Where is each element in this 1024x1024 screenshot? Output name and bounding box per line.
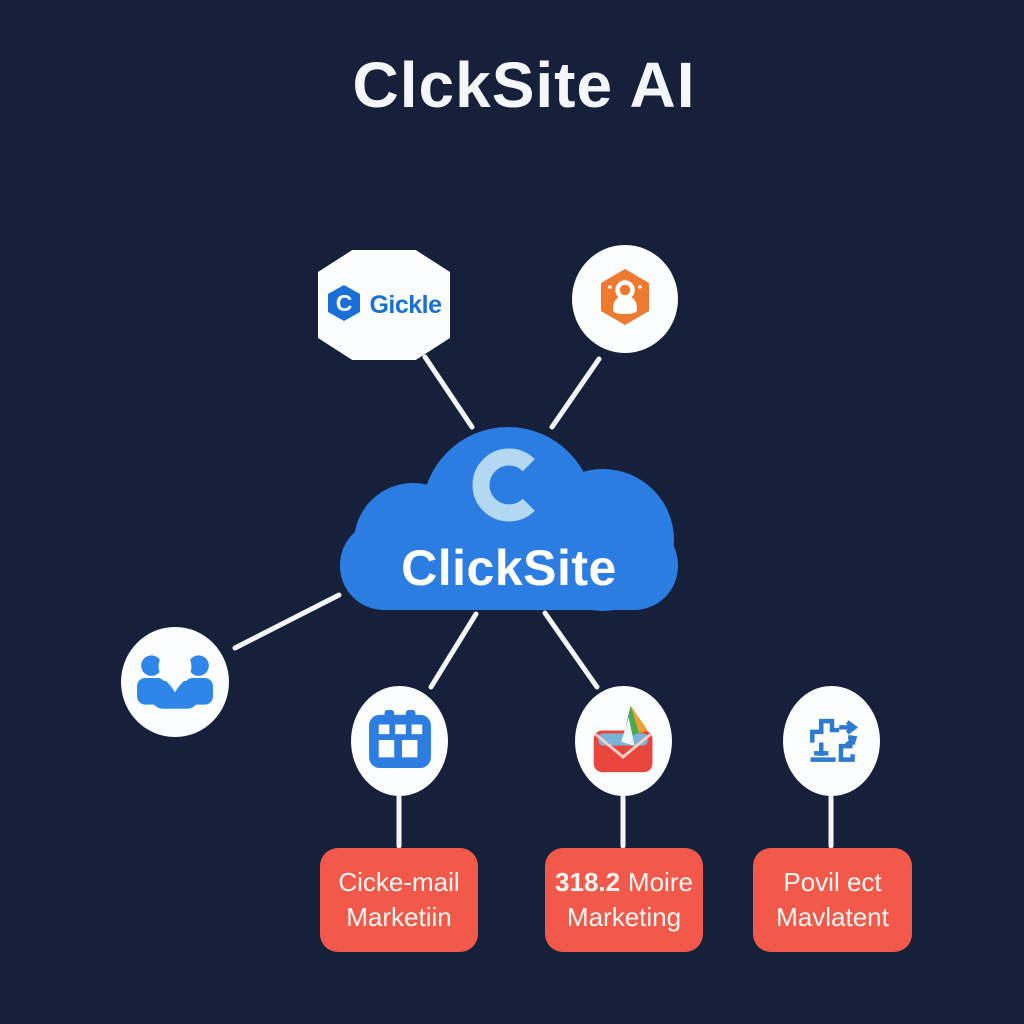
connector-cloud-people <box>232 592 342 651</box>
cloud-shape-base <box>340 521 678 610</box>
node-calendar <box>351 686 448 796</box>
clicksite-c-logo-icon <box>467 443 551 532</box>
node-gickle: C Gickle <box>318 250 450 360</box>
gickle-hexagon-c-logo-icon: C <box>326 284 362 327</box>
box2-line2: Marketing <box>566 902 682 932</box>
cloud-label: ClickSite <box>401 540 617 596</box>
red-envelope-play-triangle-icon <box>588 702 660 781</box>
box2-line1-rest: Moire <box>627 866 693 897</box>
connector-gickle-cloud <box>422 354 475 430</box>
cloud-clicksite: ClickSite <box>340 427 678 611</box>
box1-line1: Cicke-mail <box>338 866 460 897</box>
box3-line2: Mavlatent <box>776 902 889 932</box>
box1-line2: Marketiin <box>346 902 452 932</box>
connector-cloud-calendar <box>428 611 479 690</box>
gickle-logo-letter: C <box>336 290 353 316</box>
node-people <box>121 627 229 737</box>
connector-cloud-email <box>542 610 600 690</box>
blue-calendar-grid-icon <box>368 709 431 773</box>
connector-security-cloud <box>549 356 602 430</box>
box3-line1: Povil ect <box>783 866 882 897</box>
box2-line1-number: 318.2 <box>555 866 621 897</box>
people-group-pin-icon <box>136 649 214 716</box>
box-project-management: Povil ect Mavlatent <box>753 848 912 952</box>
blue-flowchart-arrows-icon <box>798 705 866 778</box>
node-email <box>575 686 672 796</box>
node-security <box>572 245 678 353</box>
orange-hexagon-padlock-icon <box>595 267 655 332</box>
page-title: ClckSite AI <box>352 49 696 121</box>
node-workflow <box>783 686 880 796</box>
box-email-marketing: Cicke-mail Marketiin <box>320 848 478 952</box>
gickle-label: Gickle <box>369 290 442 319</box>
